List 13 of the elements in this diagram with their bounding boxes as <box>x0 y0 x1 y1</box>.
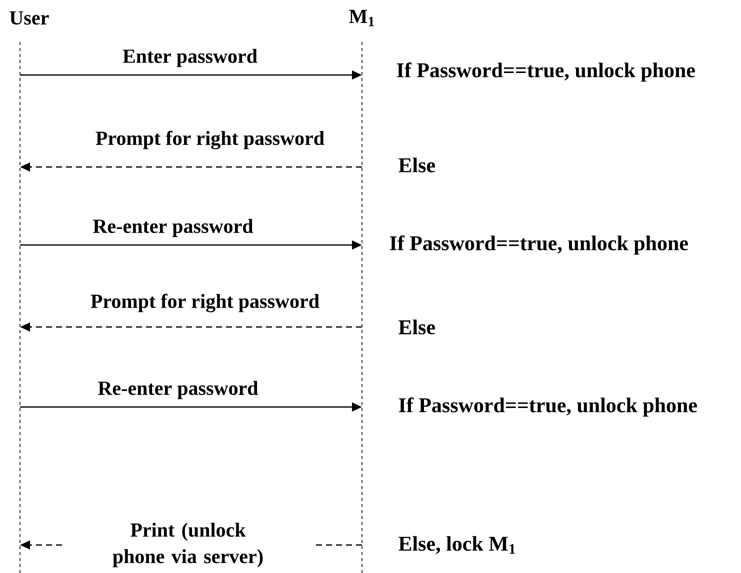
edge-label: Enter password <box>122 48 258 68</box>
participant-label: User <box>10 11 49 25</box>
note: Else, lock M$_{1}$ <box>398 536 516 554</box>
edge-label: Re-enter password <box>98 380 258 400</box>
note: Else <box>398 320 435 334</box>
edge-label: Print (unlock phone via server) <box>62 522 314 568</box>
edge-label: Prompt for right password <box>96 130 324 150</box>
edge-label: Prompt for right password <box>90 294 320 312</box>
participant-label: M$_{1}$ <box>349 10 374 26</box>
note: If Password==true, unlock phone <box>396 62 695 82</box>
edge-label: Re-enter password <box>93 218 254 238</box>
note: Else <box>398 158 435 172</box>
note: If Password==true, unlock phone <box>398 397 697 417</box>
